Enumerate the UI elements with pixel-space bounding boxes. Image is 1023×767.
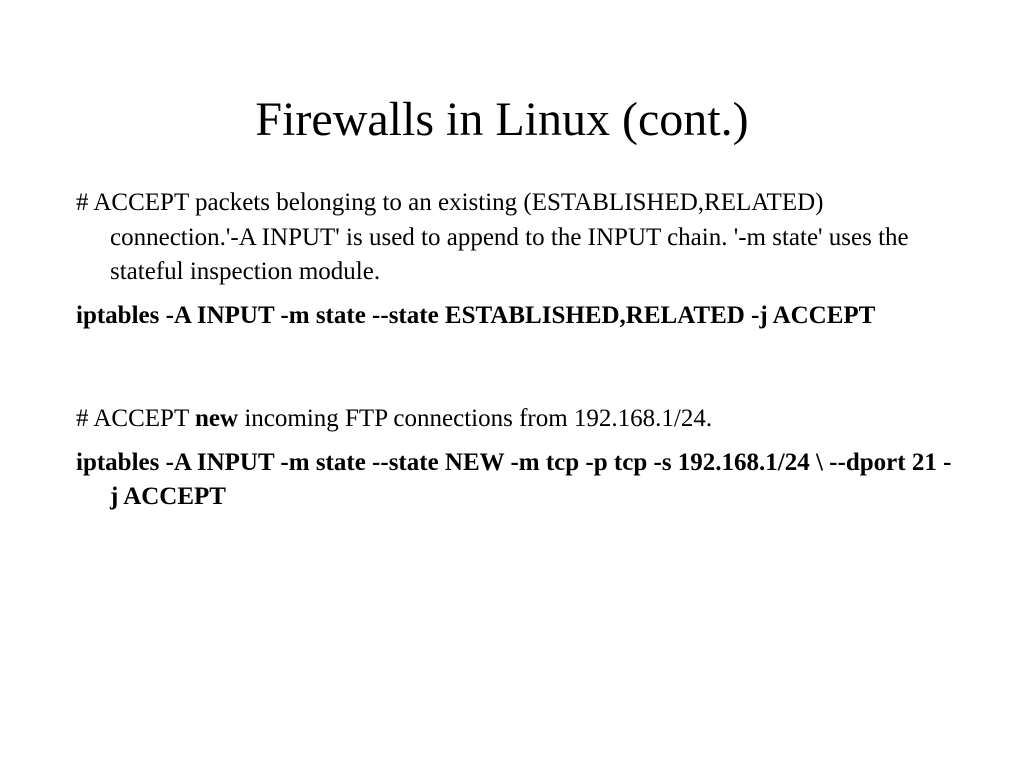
slide-body: # ACCEPT packets belonging to an existin… — [76, 186, 956, 515]
slide-title: Firewalls in Linux (cont.) — [255, 93, 749, 146]
comment-new-ftp: # ACCEPT new incoming FTP connections fr… — [76, 402, 956, 437]
comment-new-ftp-suffix: incoming FTP connections from 192.168.1/… — [238, 405, 713, 432]
spacer — [76, 333, 956, 402]
command-new-ftp: iptables -A INPUT -m state --state NEW -… — [76, 448, 952, 511]
comment-new-ftp-prefix: # ACCEPT — [76, 405, 196, 432]
command-established-related: iptables -A INPUT -m state --state ESTAB… — [76, 301, 876, 329]
comment-established-related: # ACCEPT packets belonging to an existin… — [76, 189, 909, 285]
comment-new-ftp-emphasis: new — [195, 405, 239, 432]
